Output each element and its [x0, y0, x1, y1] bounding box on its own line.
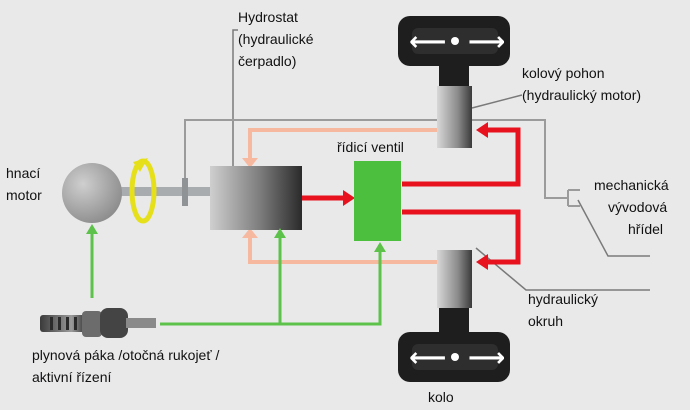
wheel-drive-label: (hydraulický motor): [522, 87, 641, 103]
circuit-label: hydraulický: [528, 291, 598, 307]
hydraulic-motor-top: [437, 86, 472, 148]
hydraulic-motor-bottom: [437, 250, 472, 308]
control-arrowheads: [86, 224, 386, 252]
pto-label: hřídel: [628, 221, 663, 237]
circuit-leader: [475, 247, 650, 291]
hydrostat-label: (hydraulické: [238, 31, 314, 47]
circuit-label: okruh: [528, 313, 563, 329]
hydrostat-label: čerpadlo): [238, 53, 296, 69]
pto-label: mechanická: [594, 177, 669, 193]
return-lines: [248, 128, 437, 264]
wheel-label: kolo: [428, 389, 454, 405]
hydrostat-label: Hydrostat: [238, 9, 298, 25]
arrow-left-icon: ⟵: [409, 343, 446, 373]
hydrostat-leader: [232, 29, 238, 170]
hub-icon: [451, 353, 459, 361]
hub-icon: [451, 37, 459, 45]
arrow-right-icon: ⟶: [468, 343, 505, 373]
arrow-right-icon: ⟶: [468, 27, 505, 57]
throttle-label: aktivní řízení: [32, 369, 111, 385]
wheel-bottom: ⟵ ⟶: [398, 332, 510, 382]
pressure-arrowheads: [343, 122, 488, 270]
pto-shaft: [184, 119, 580, 207]
rotation-arrow-icon: [129, 158, 157, 224]
pto-leader: [577, 199, 650, 257]
engine-label: motor: [6, 187, 42, 203]
throttle-label: plynová páka /otočná rukojeť /: [32, 347, 219, 363]
wheel-top: ⟵ ⟶: [398, 16, 510, 66]
wheel-drive-label: kolový pohon: [522, 65, 605, 81]
wheel-drive-leader: [471, 94, 523, 109]
control-lines: [90, 232, 382, 326]
arrow-left-icon: ⟵: [409, 27, 446, 57]
control-valve-label: řídicí ventil: [337, 139, 404, 155]
shaft-coupling: [182, 178, 188, 206]
throttle-grip-icon: [40, 308, 156, 338]
pto-label: vývodová: [608, 199, 667, 215]
hydrostat-pump: [210, 166, 302, 230]
drive-shaft: [120, 187, 215, 196]
engine-label: hnací: [6, 165, 40, 181]
combustion-engine: [62, 163, 122, 223]
control-valve: [354, 161, 401, 241]
pressure-lines: [302, 127, 521, 265]
return-arrowheads: [242, 158, 258, 238]
axle-bottom: [439, 305, 469, 333]
